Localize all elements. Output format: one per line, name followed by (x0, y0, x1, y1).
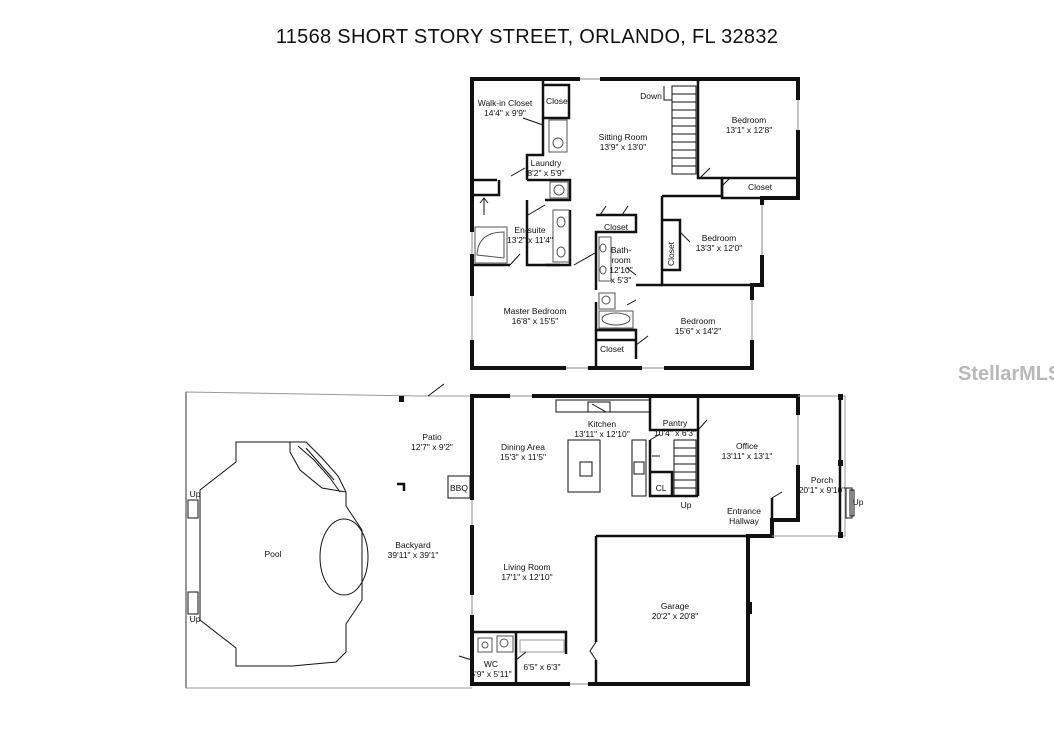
room-master-bedroom: Master Bedroom 16'8" x 15'5" (504, 306, 567, 326)
svg-text:16'8" x 15'5": 16'8" x 15'5" (512, 316, 559, 326)
svg-text:17'1" x 12'10": 17'1" x 12'10" (501, 572, 552, 582)
room-storage: 6'5" x 6'3" (523, 662, 560, 672)
room-entrance-hallway: Entrance Hallway (727, 506, 761, 526)
svg-text:Walk-in Closet: Walk-in Closet (478, 98, 533, 108)
kitchen-counters (555, 399, 660, 497)
svg-text:Closet: Closet (748, 182, 773, 192)
svg-text:15'3" x 11'5": 15'3" x 11'5" (500, 452, 546, 462)
svg-text:x 5'3": x 5'3" (611, 275, 632, 285)
room-bathroom-upper: Bath- room 12'10" x 5'3" (609, 245, 633, 285)
page-title: 11568 SHORT STORY STREET, ORLANDO, FL 32… (275, 26, 779, 48)
stair-labels-outdoor: Up Up Up (190, 489, 864, 624)
svg-text:Bedroom: Bedroom (702, 233, 737, 243)
room-office: Office 13'11" x 13'1" (722, 441, 773, 461)
svg-text:Pantry: Pantry (663, 418, 688, 428)
svg-text:Entrance: Entrance (727, 506, 761, 516)
svg-text:14'4" x 9'9": 14'4" x 9'9" (484, 108, 526, 118)
svg-text:Pool: Pool (264, 549, 281, 559)
room-wc: WC 5'9" x 5'11" (470, 659, 511, 679)
room-laundry: Laundry 8'2" x 5'9" (527, 158, 564, 178)
room-bedroom-upper-1: Bedroom 13'1" x 12'8" (726, 115, 773, 135)
svg-text:12'10": 12'10" (609, 265, 633, 275)
svg-text:Laundry: Laundry (531, 158, 562, 168)
svg-text:Closet: Closet (546, 96, 571, 106)
lower-floor-plan: Patio 12'7" x 9'2" Kitchen 13'11" x 12'1… (185, 383, 864, 689)
room-dining-area: Dining Area 15'3" x 11'5" (500, 442, 546, 462)
svg-text:Garage: Garage (661, 601, 690, 611)
svg-text:Bedroom: Bedroom (732, 115, 767, 125)
svg-text:10'4" x 6'3": 10'4" x 6'3" (654, 428, 696, 438)
svg-text:13'1" x 12'8": 13'1" x 12'8" (726, 125, 773, 135)
svg-text:Up: Up (190, 489, 201, 499)
svg-text:13'11" x 12'10": 13'11" x 12'10" (574, 429, 629, 439)
svg-text:Bath-: Bath- (611, 245, 631, 255)
svg-text:room: room (611, 255, 630, 265)
svg-text:En-suite: En-suite (514, 225, 545, 235)
room-closet-lower: CL (656, 483, 667, 493)
svg-text:Up: Up (190, 614, 201, 624)
pool (187, 441, 369, 667)
room-closet-upper-3: Closet (604, 222, 629, 232)
svg-text:20'1" x 9'10": 20'1" x 9'10" (799, 485, 846, 495)
svg-text:Sitting Room: Sitting Room (599, 132, 648, 142)
svg-text:WC: WC (484, 659, 498, 669)
svg-text:13'3" x 12'0": 13'3" x 12'0" (696, 243, 743, 253)
svg-text:Down: Down (640, 91, 662, 101)
room-pantry: Pantry 10'4" x 6'3" (654, 418, 696, 438)
room-en-suite: En-suite 13'2" x 11'4" (507, 225, 553, 245)
room-closet-upper-2: Closet (748, 182, 773, 192)
pool-label: Pool (264, 549, 281, 559)
svg-text:15'6" x 14'2": 15'6" x 14'2" (675, 326, 722, 336)
svg-text:12'7" x 9'2": 12'7" x 9'2" (411, 442, 453, 452)
svg-text:13'2" x 11'4": 13'2" x 11'4" (507, 235, 553, 245)
room-bedroom-upper-2: Bedroom 13'3" x 12'0" (696, 233, 743, 253)
staircase-down (663, 85, 697, 175)
svg-text:Porch: Porch (811, 475, 833, 485)
svg-text:BBQ: BBQ (450, 483, 468, 493)
svg-text:Hallway: Hallway (729, 516, 760, 526)
room-closet-upper-1: Closet (546, 96, 571, 106)
svg-text:Bedroom: Bedroom (681, 316, 716, 326)
svg-text:5'9" x 5'11": 5'9" x 5'11" (470, 669, 511, 679)
svg-text:Master Bedroom: Master Bedroom (504, 306, 567, 316)
svg-text:8'2" x 5'9": 8'2" x 5'9" (527, 168, 564, 178)
room-living-room: Living Room 17'1" x 12'10" (501, 562, 552, 582)
svg-text:20'2" x 20'8": 20'2" x 20'8" (652, 611, 699, 621)
svg-text:CL: CL (656, 483, 667, 493)
upper-bath-fixtures (474, 119, 634, 329)
room-backyard: Backyard 39'11" x 39'1" (388, 540, 439, 560)
svg-text:Living Room: Living Room (503, 562, 550, 572)
svg-text:13'9" x 13'0": 13'9" x 13'0" (600, 142, 647, 152)
room-porch: Porch 20'1" x 9'10" (799, 475, 846, 495)
svg-text:Up: Up (681, 500, 692, 510)
svg-text:6'5" x 6'3": 6'5" x 6'3" (523, 662, 560, 672)
staircase-up (673, 439, 697, 497)
svg-text:Up: Up (853, 497, 864, 507)
room-closet-upper-5: Closet (600, 344, 625, 354)
room-closet-upper-4: Closet (666, 241, 676, 266)
room-patio: Patio 12'7" x 9'2" (411, 432, 453, 452)
svg-text:Closet: Closet (666, 241, 676, 266)
room-bedroom-upper-3: Bedroom 15'6" x 14'2" (675, 316, 722, 336)
svg-text:Closet: Closet (604, 222, 629, 232)
svg-text:Closet: Closet (600, 344, 625, 354)
watermark: StellarMLS (958, 363, 1054, 385)
bbq-label: BBQ (450, 483, 468, 493)
svg-text:39'11" x 39'1": 39'11" x 39'1" (388, 550, 439, 560)
svg-text:Office: Office (736, 441, 758, 451)
svg-text:Dining Area: Dining Area (501, 442, 545, 452)
svg-text:13'11" x 13'1": 13'11" x 13'1" (722, 451, 773, 461)
upper-floor-plan: Walk-in Closet 14'4" x 9'9" Closet Sitti… (469, 76, 801, 371)
room-sitting-room: Sitting Room 13'9" x 13'0" (599, 132, 648, 152)
svg-text:Kitchen: Kitchen (588, 419, 617, 429)
svg-text:Backyard: Backyard (395, 540, 431, 550)
room-walk-in-closet: Walk-in Closet 14'4" x 9'9" (478, 98, 533, 118)
room-kitchen: Kitchen 13'11" x 12'10" (574, 419, 629, 439)
room-garage: Garage 20'2" x 20'8" (652, 601, 699, 621)
svg-text:Patio: Patio (422, 432, 442, 442)
stair-label-up: Up (681, 500, 692, 510)
stair-label-down: Down (640, 91, 662, 101)
